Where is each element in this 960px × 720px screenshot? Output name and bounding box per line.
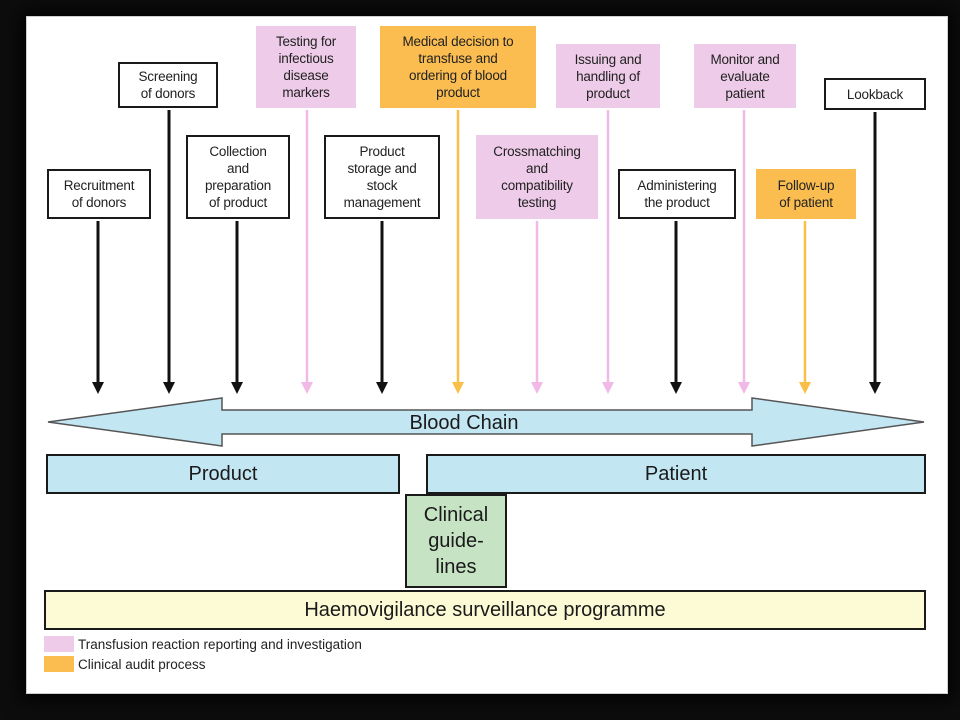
step-arrow-head	[869, 382, 881, 394]
step-arrow-head	[531, 382, 543, 394]
step-follow-up: Follow-up of patient	[756, 169, 856, 219]
step-issuing-handling: Issuing and handling of product	[556, 44, 660, 108]
legend-item-pink: Transfusion reaction reporting and inves…	[44, 636, 362, 652]
step-arrow-head	[231, 382, 243, 394]
step-arrow-head	[452, 382, 464, 394]
legend-label-orange: Clinical audit process	[78, 656, 206, 672]
step-arrow-head	[163, 382, 175, 394]
patient-band: Patient	[426, 454, 926, 494]
step-monitor-evaluate: Monitor and evaluate patient	[694, 44, 796, 108]
step-arrow-head	[301, 382, 313, 394]
step-product-storage: Product storage and stock management	[324, 135, 440, 219]
diagram-frame: Blood Chain Screening of donors Testing …	[26, 16, 948, 694]
step-arrow-head	[799, 382, 811, 394]
step-arrow-head	[738, 382, 750, 394]
legend-item-orange: Clinical audit process	[44, 656, 206, 672]
step-arrow-head	[670, 382, 682, 394]
clinical-guidelines-box: Clinical guide- lines	[405, 494, 507, 588]
product-band: Product	[46, 454, 400, 494]
step-arrow-head	[92, 382, 104, 394]
step-testing-infectious-disease: Testing for infectious disease markers	[256, 26, 356, 108]
blood-chain-arrow	[47, 397, 925, 447]
step-medical-decision: Medical decision to transfuse and orderi…	[380, 26, 536, 108]
step-screening-of-donors: Screening of donors	[118, 62, 218, 108]
step-recruitment-of-donors: Recruitment of donors	[47, 169, 151, 219]
diagram-canvas: Blood Chain	[47, 110, 925, 447]
haemovigilance-surveillance-bar: Haemovigilance surveillance programme	[44, 590, 926, 630]
step-arrow-head	[376, 382, 388, 394]
step-arrows	[92, 110, 881, 394]
legend-label-pink: Transfusion reaction reporting and inves…	[78, 636, 362, 652]
step-lookback: Lookback	[824, 78, 926, 110]
step-administering: Administering the product	[618, 169, 736, 219]
blood-chain-label: Blood Chain	[410, 412, 519, 434]
legend-swatch-orange	[44, 656, 74, 672]
step-collection-preparation: Collection and preparation of product	[186, 135, 290, 219]
step-crossmatching: Crossmatching and compatibility testing	[476, 135, 598, 219]
legend-swatch-pink	[44, 636, 74, 652]
step-arrow-head	[602, 382, 614, 394]
